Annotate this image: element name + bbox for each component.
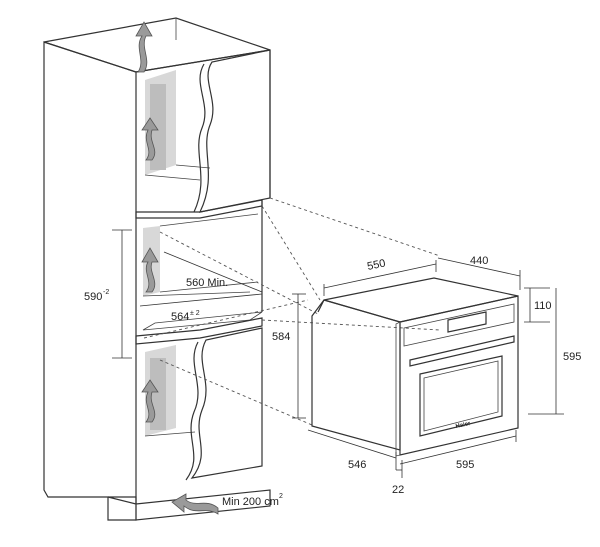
ventilation-exponent: 2: [279, 493, 283, 500]
ventilation-arrows: [135, 21, 219, 515]
dim-oven-width: 550: [366, 257, 386, 273]
oven: Haier: [311, 277, 519, 457]
dim-niche-depth: 560 Min.: [186, 277, 228, 289]
dim-oven-depth-top: 440: [470, 255, 488, 267]
dimensions: 550 440 110 595 584 546 595 22 560: [84, 229, 581, 508]
projection-lines: [143, 197, 441, 426]
dim-niche-height: 590: [84, 291, 102, 303]
dim-oven-front-width: 595: [456, 459, 474, 471]
dim-niche-width: 564: [171, 311, 189, 323]
dim-niche-height-tol: -2: [103, 289, 109, 296]
dim-niche-width-tol: ± 2: [190, 310, 200, 317]
ventilation-label: Min 200 cm: [222, 496, 279, 508]
dim-control-height: 110: [534, 300, 552, 312]
dim-door-thickness: 22: [392, 484, 404, 496]
dim-oven-body-height: 584: [272, 331, 290, 343]
brand-label: Haier: [455, 421, 472, 430]
dim-oven-total-height: 595: [563, 351, 581, 363]
tall-cabinet: [43, 17, 271, 521]
dim-oven-base-depth: 546: [348, 459, 366, 471]
